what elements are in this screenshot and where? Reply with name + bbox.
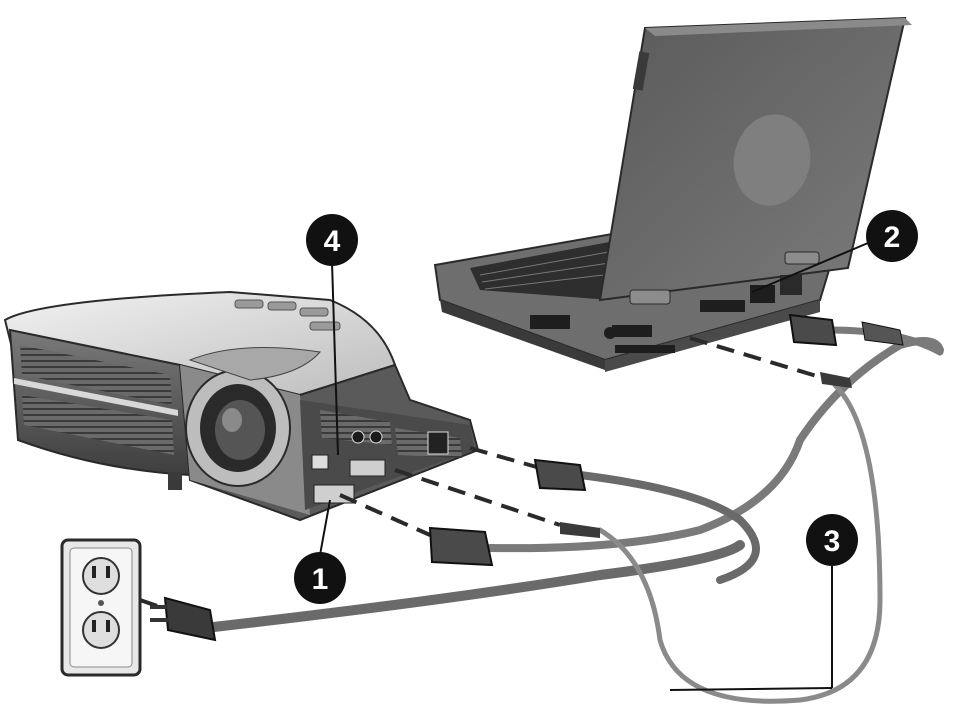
callout-3: 3 <box>806 514 858 566</box>
callout-1: 1 <box>294 552 346 604</box>
callout-2: 2 <box>866 210 918 262</box>
projector <box>3 290 480 522</box>
callout-1-label: 1 <box>312 563 329 596</box>
wall-outlet <box>60 538 142 677</box>
power-cord <box>200 540 745 633</box>
vga-cable <box>486 337 944 553</box>
projector-lens <box>185 369 291 487</box>
usb-cable <box>576 471 760 584</box>
callout-3-label: 3 <box>824 525 841 558</box>
projector-control-panel <box>234 299 341 331</box>
callout-4-label: 4 <box>324 225 341 258</box>
connectors <box>150 313 904 642</box>
callout-2-label: 2 <box>884 221 901 254</box>
laptop-logo <box>733 114 811 206</box>
laptop-keyboard <box>470 240 640 300</box>
laptop-ports <box>530 275 802 353</box>
callout-4: 4 <box>306 214 358 266</box>
callout-leaders <box>319 242 869 691</box>
laptop <box>433 16 912 372</box>
audio-cable <box>597 382 883 704</box>
